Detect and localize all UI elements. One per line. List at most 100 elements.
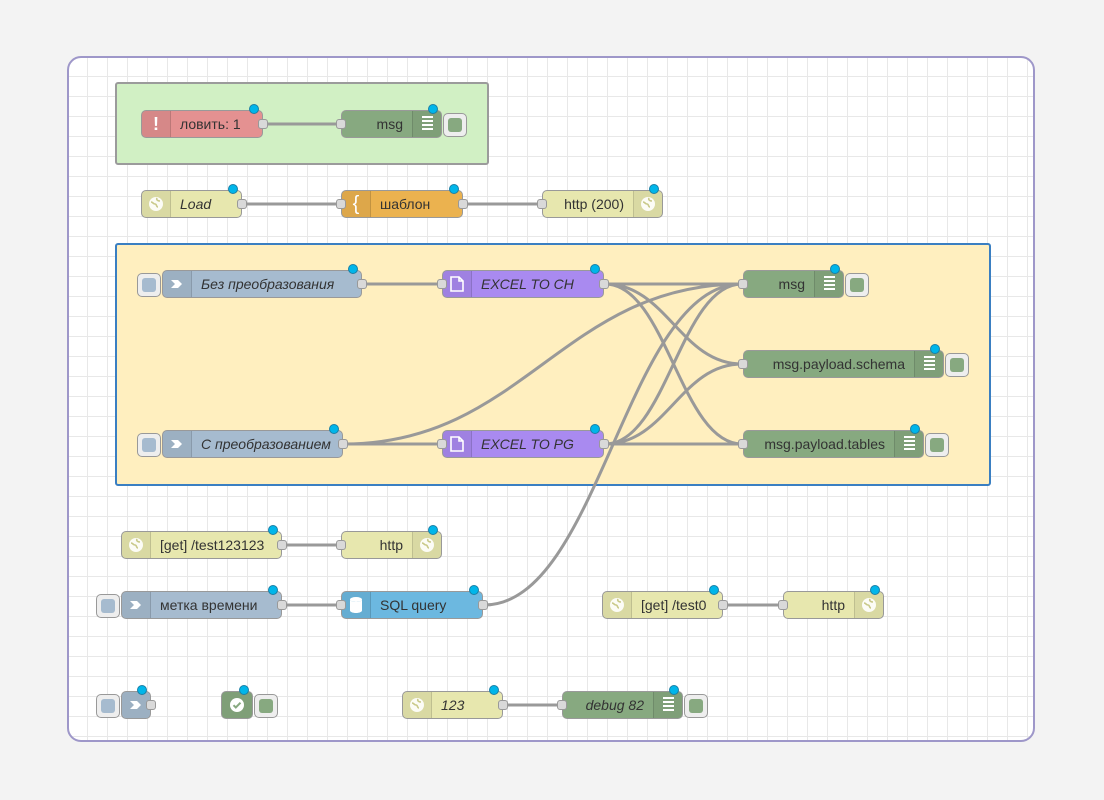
node-subflow-ch[interactable]: EXCEL TO CH — [437, 264, 609, 298]
changed-indicator-dot — [239, 685, 249, 695]
debug-bars-icon — [914, 351, 943, 377]
changed-indicator-dot — [249, 104, 259, 114]
output-port[interactable] — [258, 119, 268, 129]
input-port[interactable] — [738, 279, 748, 289]
inject-arrow-icon — [163, 271, 192, 297]
debug-toggle-button[interactable] — [684, 694, 708, 718]
debug-bars-icon — [412, 111, 441, 137]
inject-trigger-button[interactable] — [96, 594, 120, 618]
wire-inj2-to-dbg2[interactable] — [343, 282, 743, 446]
input-port[interactable] — [437, 279, 447, 289]
node-inject-inj4[interactable] — [96, 685, 156, 719]
changed-indicator-dot — [228, 184, 238, 194]
debug-toggle-button[interactable] — [945, 353, 969, 377]
inject-arrow-icon — [122, 692, 150, 718]
output-port[interactable] — [498, 700, 508, 710]
node-label: http — [821, 597, 845, 613]
inject-trigger-button[interactable] — [137, 433, 161, 457]
node-label: [get] /test123123 — [160, 537, 265, 553]
wire-sql-to-dbg2[interactable] — [483, 282, 743, 607]
output-port[interactable] — [146, 700, 156, 710]
changed-indicator-dot — [329, 424, 339, 434]
wire-pg-to-dbg3[interactable] — [604, 362, 743, 446]
changed-indicator-dot — [649, 184, 659, 194]
output-port[interactable] — [599, 279, 609, 289]
input-port[interactable] — [336, 119, 346, 129]
wire-ch-to-dbg3[interactable] — [604, 282, 743, 366]
output-port[interactable] — [478, 600, 488, 610]
file-icon — [443, 271, 472, 297]
input-port[interactable] — [738, 439, 748, 449]
node-label: EXCEL TO CH — [481, 276, 574, 292]
input-port[interactable] — [336, 600, 346, 610]
node-http-in-get2[interactable]: [get] /test0 — [602, 585, 728, 619]
globe-icon — [603, 592, 632, 618]
output-port[interactable] — [599, 439, 609, 449]
changed-indicator-dot — [590, 424, 600, 434]
node-label: msg.payload.tables — [764, 436, 885, 452]
database-icon — [342, 592, 371, 618]
debug-toggle-button[interactable] — [845, 273, 869, 297]
input-port[interactable] — [738, 359, 748, 369]
changed-indicator-dot — [428, 104, 438, 114]
node-debug-dbg4[interactable]: msg.payload.tables — [738, 424, 949, 458]
inject-trigger-button[interactable] — [137, 273, 161, 297]
node-debug-dbg82[interactable]: debug 82 — [557, 685, 708, 719]
node-http-in-load[interactable]: Load — [141, 184, 247, 218]
debug-bars-icon — [653, 692, 682, 718]
node-label: http (200) — [564, 196, 624, 212]
node-catch-catch[interactable]: !ловить: 1 — [141, 104, 268, 138]
changed-indicator-dot — [669, 685, 679, 695]
braces-icon: { — [342, 191, 371, 217]
changed-indicator-dot — [910, 424, 920, 434]
output-port[interactable] — [277, 540, 287, 550]
input-port[interactable] — [557, 700, 567, 710]
node-complete-complete[interactable] — [221, 685, 278, 719]
node-label: Без преобразования — [201, 276, 335, 292]
debug-toggle-button[interactable] — [925, 433, 949, 457]
debug-toggle-button[interactable] — [443, 113, 467, 137]
node-label: ловить: 1 — [180, 116, 241, 132]
node-subflow-pg[interactable]: EXCEL TO PG — [437, 424, 609, 458]
node-label: msg.payload.schema — [772, 356, 905, 372]
node-debug-dbg2[interactable]: msg — [738, 264, 869, 298]
input-port[interactable] — [336, 540, 346, 550]
node-label: Load — [180, 196, 212, 212]
input-port[interactable] — [437, 439, 447, 449]
debug-toggle-button[interactable] — [254, 694, 278, 718]
node-label: шаблон — [380, 196, 431, 212]
node-http-in-get1[interactable]: [get] /test123123 — [121, 525, 287, 559]
output-port[interactable] — [458, 199, 468, 209]
globe-icon — [633, 191, 662, 217]
changed-indicator-dot — [489, 685, 499, 695]
node-inject-inj3[interactable]: метка времени — [96, 585, 287, 619]
output-port[interactable] — [357, 279, 367, 289]
node-http-response-http200[interactable]: http (200) — [537, 184, 663, 218]
node-http-response-resp2[interactable]: http — [778, 585, 884, 619]
node-label: С преобразованием — [201, 436, 331, 452]
output-port[interactable] — [718, 600, 728, 610]
output-port[interactable] — [338, 439, 348, 449]
inject-arrow-icon — [122, 592, 151, 618]
node-debug-dbg3[interactable]: msg.payload.schema — [738, 344, 969, 378]
changed-indicator-dot — [930, 344, 940, 354]
input-port[interactable] — [778, 600, 788, 610]
node-http-response-resp1[interactable]: http — [336, 525, 442, 559]
node-template-tpl[interactable]: { шаблон — [336, 184, 468, 218]
node-inject-inj1[interactable]: Без преобразования — [137, 264, 367, 298]
node-inject-inj2[interactable]: С преобразованием — [137, 424, 348, 458]
changed-indicator-dot — [870, 585, 880, 595]
wire-pg-to-dbg2[interactable] — [604, 282, 743, 446]
node-label: msg — [778, 276, 805, 292]
node-debug-dbg1[interactable]: msg — [336, 104, 467, 138]
changed-indicator-dot — [709, 585, 719, 595]
file-icon — [443, 431, 472, 457]
node-sql-sql[interactable]: SQL query — [336, 585, 488, 619]
input-port[interactable] — [537, 199, 547, 209]
inject-trigger-button[interactable] — [96, 694, 120, 718]
node-http-in-n123[interactable]: 123 — [402, 685, 508, 719]
input-port[interactable] — [336, 199, 346, 209]
output-port[interactable] — [237, 199, 247, 209]
output-port[interactable] — [277, 600, 287, 610]
